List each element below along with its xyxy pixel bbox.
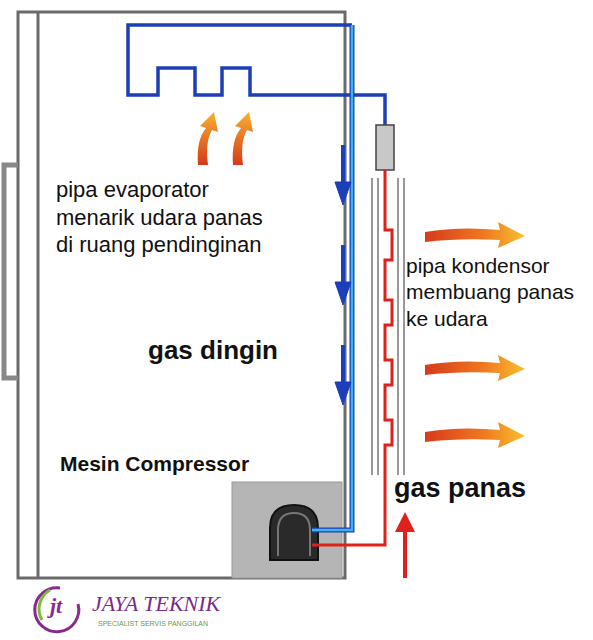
fridge-body: [18, 12, 345, 578]
brand-tagline: SPECIALIST SERVIS PANGGILAN: [98, 620, 208, 629]
filter-drier: [376, 125, 394, 170]
suction-pipe: [312, 25, 352, 530]
flow-arrow-head: [395, 512, 415, 532]
heat-arrows-up: [198, 112, 253, 165]
logo-initials: jt: [50, 592, 62, 620]
condenser-note: pipa kondensor membuang panas ke udara: [406, 253, 588, 332]
condenser-pipe: [312, 170, 392, 545]
logo-mark: [35, 588, 79, 632]
flow-arrow: [403, 530, 407, 578]
cold-gas-arrows: [335, 145, 351, 405]
suction-pipe-outline: [312, 25, 352, 530]
compressor-motor: [270, 505, 318, 560]
compressor-label: Mesin Compressor: [60, 451, 249, 477]
door-edge: [37, 12, 40, 578]
hot-gas-label: gas panas: [394, 472, 526, 506]
evaporator-note: pipa evaporator menarik udara panas di r…: [56, 176, 274, 259]
evaporator-pipe: [128, 25, 385, 125]
compressor-motor-detail: [278, 513, 310, 556]
door-handle: [4, 165, 18, 378]
cold-gas-label: gas dingin: [148, 334, 278, 367]
brand-name: JAYA TEKNIK: [92, 590, 220, 618]
